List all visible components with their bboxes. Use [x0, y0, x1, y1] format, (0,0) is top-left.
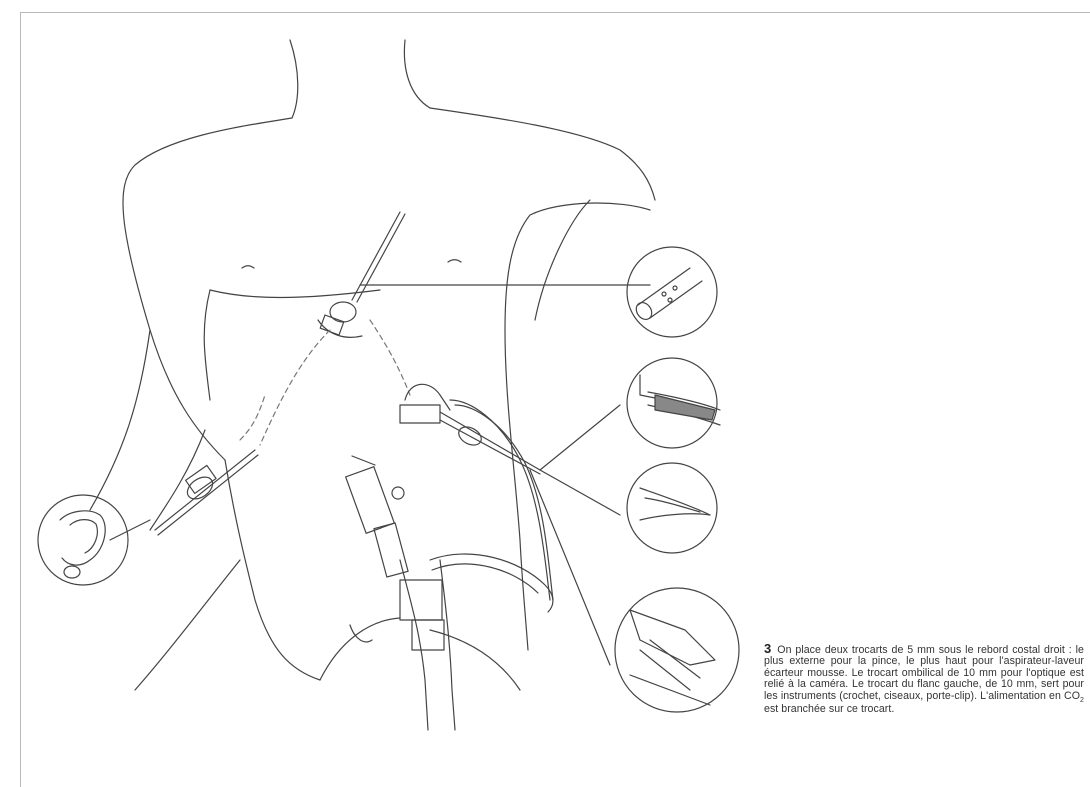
- detail-circle-aspirator: [627, 247, 717, 337]
- torso-outline: [90, 40, 655, 690]
- figure-number: 3: [764, 641, 771, 656]
- caption-text-part2: est branchée sur ce trocart.: [764, 703, 894, 715]
- detail-circle-grasper: [38, 495, 128, 585]
- upper-trocar: [318, 212, 650, 337]
- umbilical-optic: [346, 456, 553, 730]
- detail-circle-scissors: [627, 463, 717, 553]
- detail-circle-hook: [627, 358, 720, 448]
- caption-text-part1: On place deux trocarts de 5 mm sous le r…: [764, 644, 1084, 702]
- right-subcostal-trocar: [110, 450, 258, 540]
- caption-subscript: 2: [1080, 697, 1084, 704]
- detail-circle-clip-applier: [615, 588, 739, 712]
- dashed-internal-paths: [240, 320, 410, 445]
